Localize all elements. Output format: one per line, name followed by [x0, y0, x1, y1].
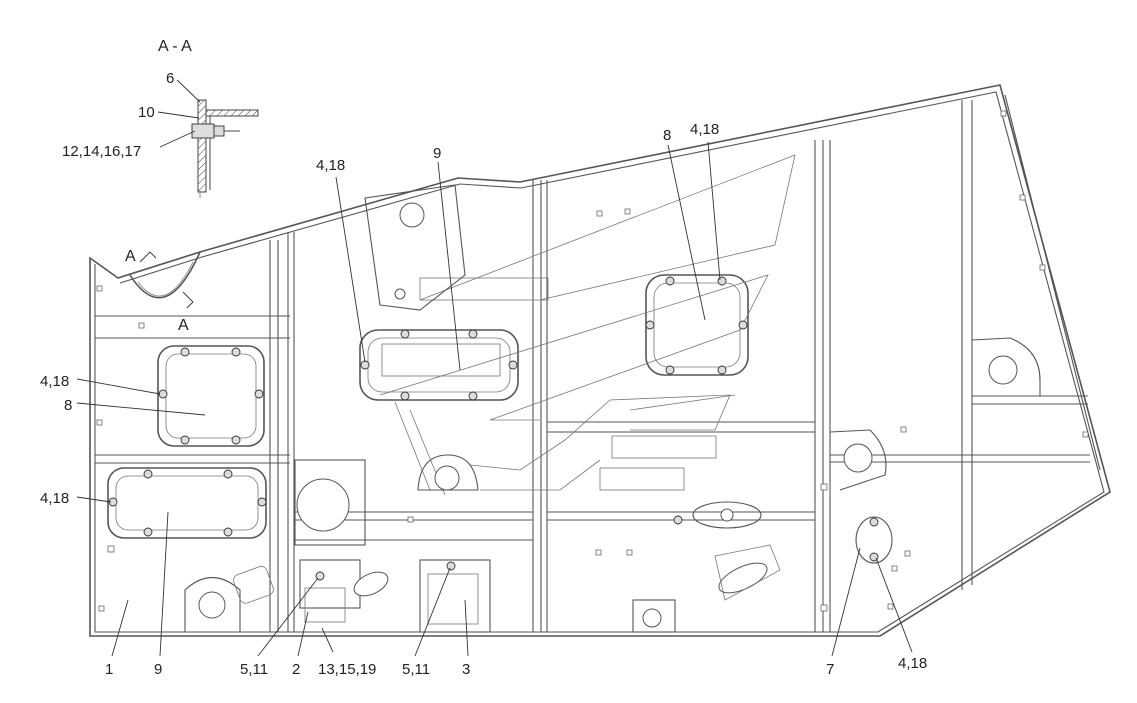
callout-bottom-13-15-19: 13,15,19: [318, 661, 376, 678]
callout-left-8: 8: [64, 397, 72, 414]
callout-bottom-5-11-a: 5,11: [240, 661, 268, 678]
section-view-a-a: [191, 99, 259, 198]
left-upper-hatch: [157, 345, 265, 447]
callout-bottom-4-18: 4,18: [898, 655, 927, 672]
section-marker-top: A: [125, 248, 157, 265]
callout-bottom-5-11-b: 5,11: [402, 661, 430, 678]
callout-bottom-1: 1: [105, 661, 113, 678]
structural-rails: [95, 100, 1090, 632]
section-view-title: A - A: [158, 38, 192, 55]
leader-lines: [76, 79, 913, 657]
section-label-6: 6: [166, 70, 174, 87]
section-label-12-14-16-17: 12,14,16,17: [62, 143, 141, 160]
callout-right-4-18: 4,18: [690, 121, 719, 138]
callout-left-4-18-lower: 4,18: [40, 490, 69, 507]
brackets: [184, 184, 1041, 633]
section-marker-top-label: A: [125, 248, 136, 265]
callout-right-8: 8: [663, 127, 671, 144]
section-label-10: 10: [138, 104, 155, 121]
right-hatch: [645, 274, 749, 376]
small-marks: [96, 110, 1089, 612]
section-marker-bottom: A: [178, 291, 194, 334]
callout-bottom-7: 7: [826, 661, 834, 678]
callout-bottom-9: 9: [154, 661, 162, 678]
section-marker-bottom-label: A: [178, 317, 189, 334]
callout-center-4-18: 4,18: [316, 157, 345, 174]
callout-left-4-18-upper: 4,18: [40, 373, 69, 390]
bolts: [108, 276, 879, 581]
callout-center-9: 9: [433, 145, 441, 162]
callout-bottom-2: 2: [292, 661, 300, 678]
center-hatch: [359, 277, 549, 401]
left-lower-hatch: [107, 467, 267, 539]
callout-bottom-3: 3: [462, 661, 470, 678]
